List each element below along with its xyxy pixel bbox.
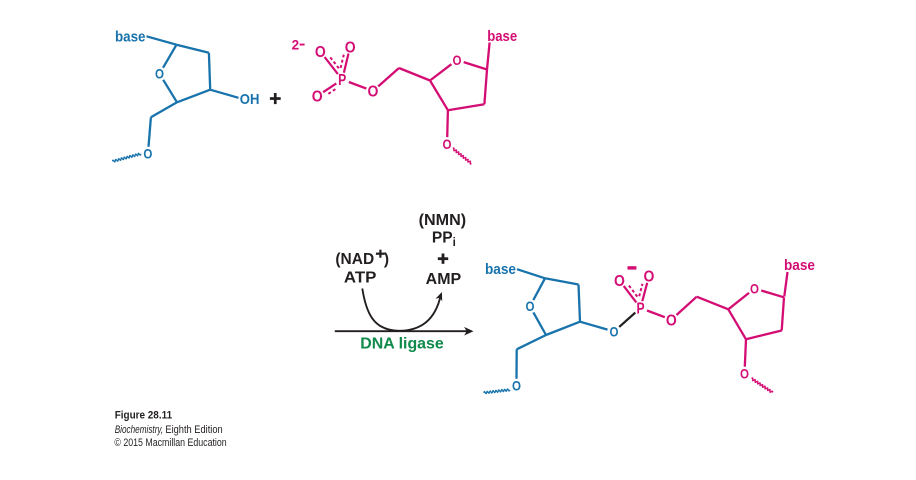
svg-text:ATP: ATP [344,270,377,287]
svg-text:AMP: AMP [426,271,462,288]
svg-text:© 2015 Macmillan Education: © 2015 Macmillan Education [114,437,226,449]
svg-text:Eighth Edition: Eighth Edition [165,424,222,436]
svg-text:DNA ligase: DNA ligase [360,336,444,353]
svg-text:PPi: PPi [432,230,456,250]
svg-text:base: base [485,261,516,278]
svg-text:2: 2 [292,38,300,53]
svg-text:(NMN): (NMN) [419,212,467,229]
svg-text:O: O [526,299,535,314]
svg-text:O: O [666,312,677,329]
svg-text:O: O [512,378,521,393]
svg-text:base: base [487,28,517,45]
svg-text:O: O [614,273,625,290]
svg-text:O: O [644,269,655,286]
svg-text:O: O [750,281,759,296]
svg-text:O: O [453,53,462,68]
svg-text:(NAD: (NAD [335,251,374,268]
svg-text:O: O [143,147,152,162]
svg-text:O: O [155,67,164,82]
svg-text:base: base [784,257,815,274]
svg-text:O: O [740,366,749,381]
svg-text:O: O [315,44,326,61]
svg-text:O: O [345,39,356,56]
svg-text:OH: OH [240,91,260,108]
svg-text:O: O [368,84,379,101]
svg-text:P: P [338,72,346,89]
svg-text:Figure 28.11: Figure 28.11 [115,409,172,421]
svg-text:Biochemistry,: Biochemistry, [115,424,164,436]
svg-text:P: P [636,301,644,318]
svg-text:O: O [312,89,323,106]
svg-text:O: O [443,137,452,152]
svg-text:): ) [384,251,389,268]
svg-text:O: O [610,324,619,339]
svg-text:base: base [115,28,146,45]
